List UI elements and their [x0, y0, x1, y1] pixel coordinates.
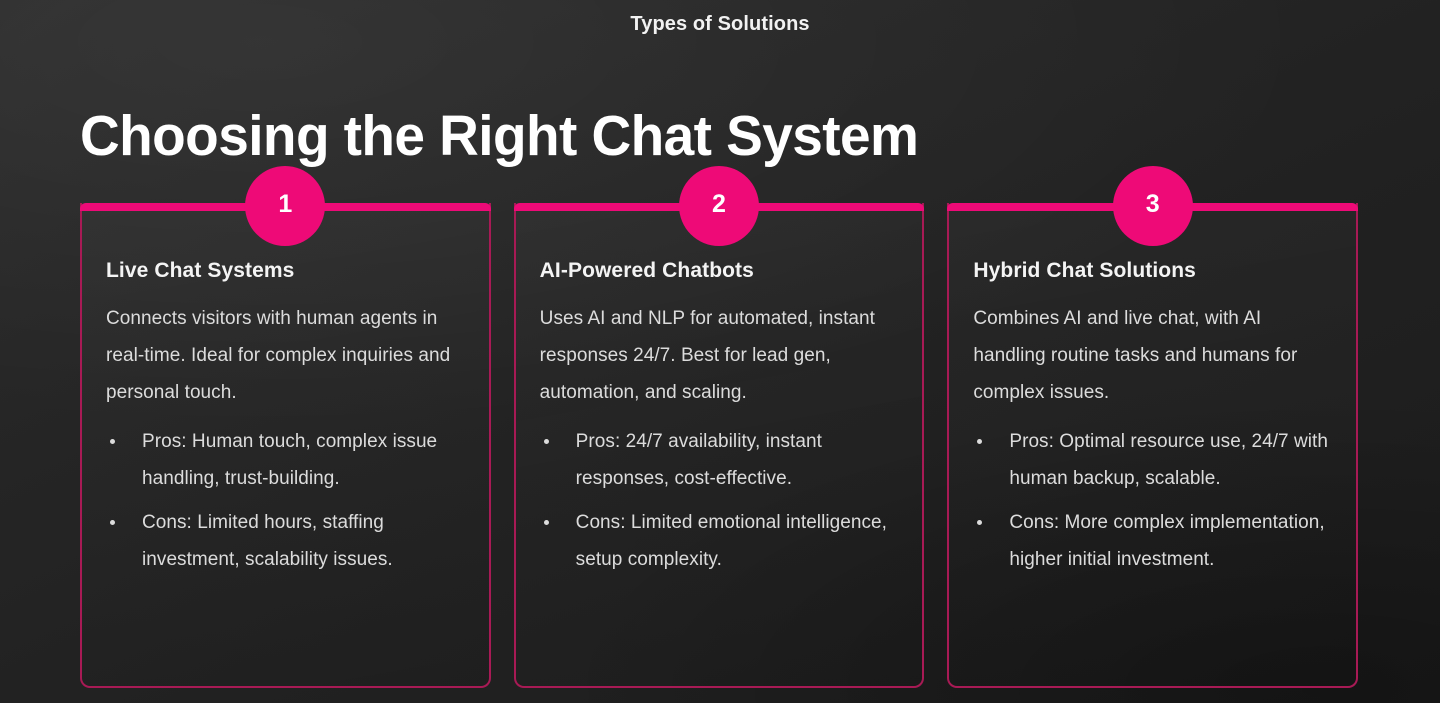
card-description: Connects visitors with human agents in r… [106, 308, 451, 403]
list-item: Cons: More complex implementation, highe… [973, 504, 1332, 578]
list-item-label: Cons: More complex implementation, highe… [1009, 512, 1325, 570]
card-bullet-list: Pros: Optimal resource use, 24/7 with hu… [973, 423, 1332, 578]
list-item-label: Cons: Limited hours, staffing investment… [142, 512, 393, 570]
solution-card: 1 Live Chat Systems Connects visitors wi… [80, 166, 491, 688]
card-body: Hybrid Chat Solutions Combines AI and li… [973, 203, 1332, 578]
card-body: AI-Powered Chatbots Uses AI and NLP for … [540, 203, 899, 578]
bullet-dot-icon [110, 520, 115, 525]
card-number-badge: 2 [679, 166, 759, 246]
bullet-dot-icon [543, 439, 549, 444]
bullet-dot-icon [110, 439, 115, 444]
card-number-badge: 1 [245, 166, 326, 246]
card-title: Live Chat Systems [106, 259, 295, 282]
bullet-dot-icon [977, 520, 983, 525]
card-title: AI-Powered Chatbots [539, 259, 754, 282]
solution-card-row: 1 Live Chat Systems Connects visitors wi… [80, 166, 1359, 688]
bullet-dot-icon [977, 439, 983, 444]
solution-card: 3 Hybrid Chat Solutions Combines AI and … [947, 166, 1359, 688]
solution-card: 2 AI-Powered Chatbots Uses AI and NLP fo… [513, 166, 925, 688]
card-body: Live Chat Systems Connects visitors with… [106, 203, 465, 578]
eyebrow-label: Types of Solutions [630, 13, 810, 35]
card-description: Combines AI and live chat, with AI handl… [973, 308, 1298, 403]
list-item-label: Pros: Optimal resource use, 24/7 with hu… [1009, 431, 1328, 489]
list-item: Pros: 24/7 availability, instant respons… [540, 423, 899, 497]
bullet-dot-icon [543, 520, 549, 525]
list-item-label: Pros: Human touch, complex issue handlin… [142, 431, 438, 489]
card-number-badge: 3 [1112, 166, 1193, 246]
list-item-label: Cons: Limited emotional intelligence, se… [575, 512, 887, 570]
list-item-label: Pros: 24/7 availability, instant respons… [575, 431, 822, 489]
page-title: Choosing the Right Chat System [80, 104, 919, 169]
card-description: Uses AI and NLP for automated, instant r… [539, 308, 875, 403]
list-item: Pros: Human touch, complex issue handlin… [106, 423, 465, 497]
list-item: Cons: Limited emotional intelligence, se… [540, 504, 899, 578]
card-bullet-list: Pros: 24/7 availability, instant respons… [540, 423, 899, 578]
list-item: Cons: Limited hours, staffing investment… [106, 504, 465, 578]
list-item: Pros: Optimal resource use, 24/7 with hu… [973, 423, 1332, 497]
card-bullet-list: Pros: Human touch, complex issue handlin… [106, 423, 465, 578]
card-title: Hybrid Chat Solutions [973, 259, 1196, 282]
